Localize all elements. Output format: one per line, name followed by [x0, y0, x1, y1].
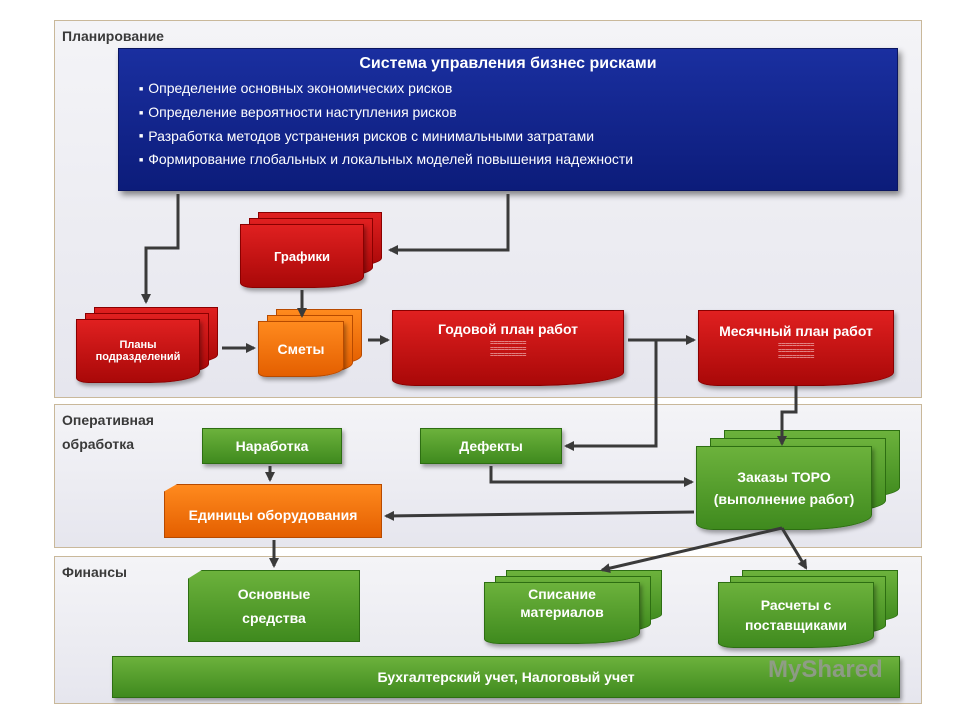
monthly-plan-lines: ============================== [778, 342, 814, 361]
graphs-label: Графики [274, 248, 330, 264]
arrow-toro-to-equipment [384, 510, 695, 521]
estimates-node[interactable]: Сметы [258, 321, 344, 377]
equipment-units-label: Единицы оборудования [188, 507, 358, 523]
supplier-payments-node[interactable]: Расчеты с поставщиками [718, 582, 874, 648]
materials-writeoff-node[interactable]: Списание материалов [484, 582, 640, 644]
estimates-label: Сметы [277, 341, 325, 357]
planning-label: Планирование [62, 28, 164, 44]
arrow-toro-to-suppliers [780, 527, 808, 570]
supplier-payments-label: Расчеты с поставщиками [744, 597, 848, 633]
risk-item: Определение основных экономических риско… [139, 77, 887, 101]
dept-plans-label: Планы подразделений [95, 339, 181, 363]
monthly-plan-label: Месячный план работ [719, 323, 873, 339]
toro-orders-label: Заказы ТОРО (выполнение работ) [713, 469, 855, 507]
risk-item: Определение вероятности наступления риск… [139, 101, 887, 125]
annual-plan-lines: ============================== [490, 340, 526, 359]
risk-item: Формирование глобальных и локальных моде… [139, 148, 887, 172]
dept-plans-node[interactable]: Планы подразделений [76, 319, 200, 383]
accounting-label: Бухгалтерский учет, Налоговый учет [377, 669, 635, 685]
runtime-label: Наработка [235, 438, 309, 454]
operative-label: Оперативная обработка [62, 411, 154, 454]
arrow-main-to-dept-plans [141, 194, 180, 304]
risk-management-box: Система управления бизнес рисками Опреде… [118, 48, 898, 191]
defects-node[interactable]: Дефекты [420, 428, 562, 464]
arrow-monthly-to-defects [564, 340, 658, 451]
risk-management-list: Определение основных экономических риско… [129, 77, 887, 172]
toro-orders-node[interactable]: Заказы ТОРО (выполнение работ) [696, 446, 872, 530]
arrow-defects-to-toro [489, 466, 694, 487]
equipment-units-node[interactable]: Единицы оборудования [164, 484, 382, 538]
finance-label: Финансы [62, 564, 127, 580]
operative-label-line1: Оперативная [62, 412, 154, 428]
arrow-toro-to-materials [600, 526, 783, 574]
fixed-assets-label: Основные средства [237, 586, 311, 626]
materials-writeoff-label: Списание материалов [520, 586, 604, 620]
annual-plan-label: Годовой план работ [437, 321, 579, 337]
monthly-plan-node[interactable]: Месячный план работ ====================… [698, 310, 894, 386]
arrow-monthly-to-toro [777, 386, 798, 446]
defects-label: Дефекты [459, 438, 523, 454]
runtime-node[interactable]: Наработка [202, 428, 342, 464]
graphs-node[interactable]: Графики [240, 224, 364, 288]
fixed-assets-node[interactable]: Основные средства [188, 570, 360, 642]
risk-management-title: Система управления бизнес рисками [359, 55, 657, 72]
risk-item: Разработка методов устранения рисков с м… [139, 125, 887, 149]
annual-plan-node[interactable]: Годовой план работ =====================… [392, 310, 624, 386]
watermark-logo: MyShared [768, 656, 883, 683]
arrow-main-to-graphs [388, 194, 510, 255]
operative-label-line2: обработка [62, 436, 135, 452]
accounting-node[interactable]: Бухгалтерский учет, Налоговый учет [112, 656, 900, 698]
